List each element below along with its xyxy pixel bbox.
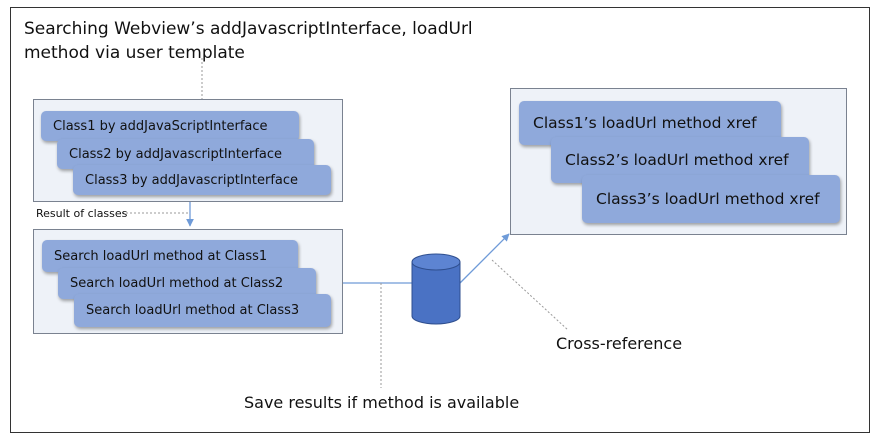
cross-reference-leader-line [491, 259, 569, 331]
title-line-2: method via user template [24, 43, 245, 63]
diagram-frame [10, 7, 870, 433]
cross-reference-label: Cross-reference [556, 334, 683, 353]
class3-xref-item: Class3’s loadUrl method xref [582, 175, 840, 223]
class3-interface-item: Class3 by addJavascriptInterface [73, 165, 331, 195]
diagram-title: Searching Webview’s addJavascriptInterfa… [24, 17, 473, 65]
addjavascriptinterface-group: Class1 by addJavaScriptInterface Class2 … [33, 99, 343, 202]
search-class3-item: Search loadUrl method at Class3 [74, 294, 331, 327]
xref-group: Class1’s loadUrl method xref Class2’s lo… [510, 88, 847, 235]
result-of-classes-label: Result of classes [36, 207, 128, 220]
search-loadurl-group: Search loadUrl method at Class1 Search l… [33, 229, 343, 334]
save-results-label: Save results if method is available [244, 393, 520, 412]
db-to-xref-arrow [459, 233, 510, 284]
search-class2-item: Search loadUrl method at Class2 [58, 268, 316, 299]
class2-interface-item: Class2 by addJavascriptInterface [57, 139, 314, 169]
title-line-1: Searching Webview’s addJavascriptInterfa… [24, 19, 473, 39]
search-class1-item: Search loadUrl method at Class1 [42, 240, 298, 272]
class1-interface-item: Class1 by addJavaScriptInterface [41, 111, 299, 141]
database-icon [411, 253, 461, 325]
